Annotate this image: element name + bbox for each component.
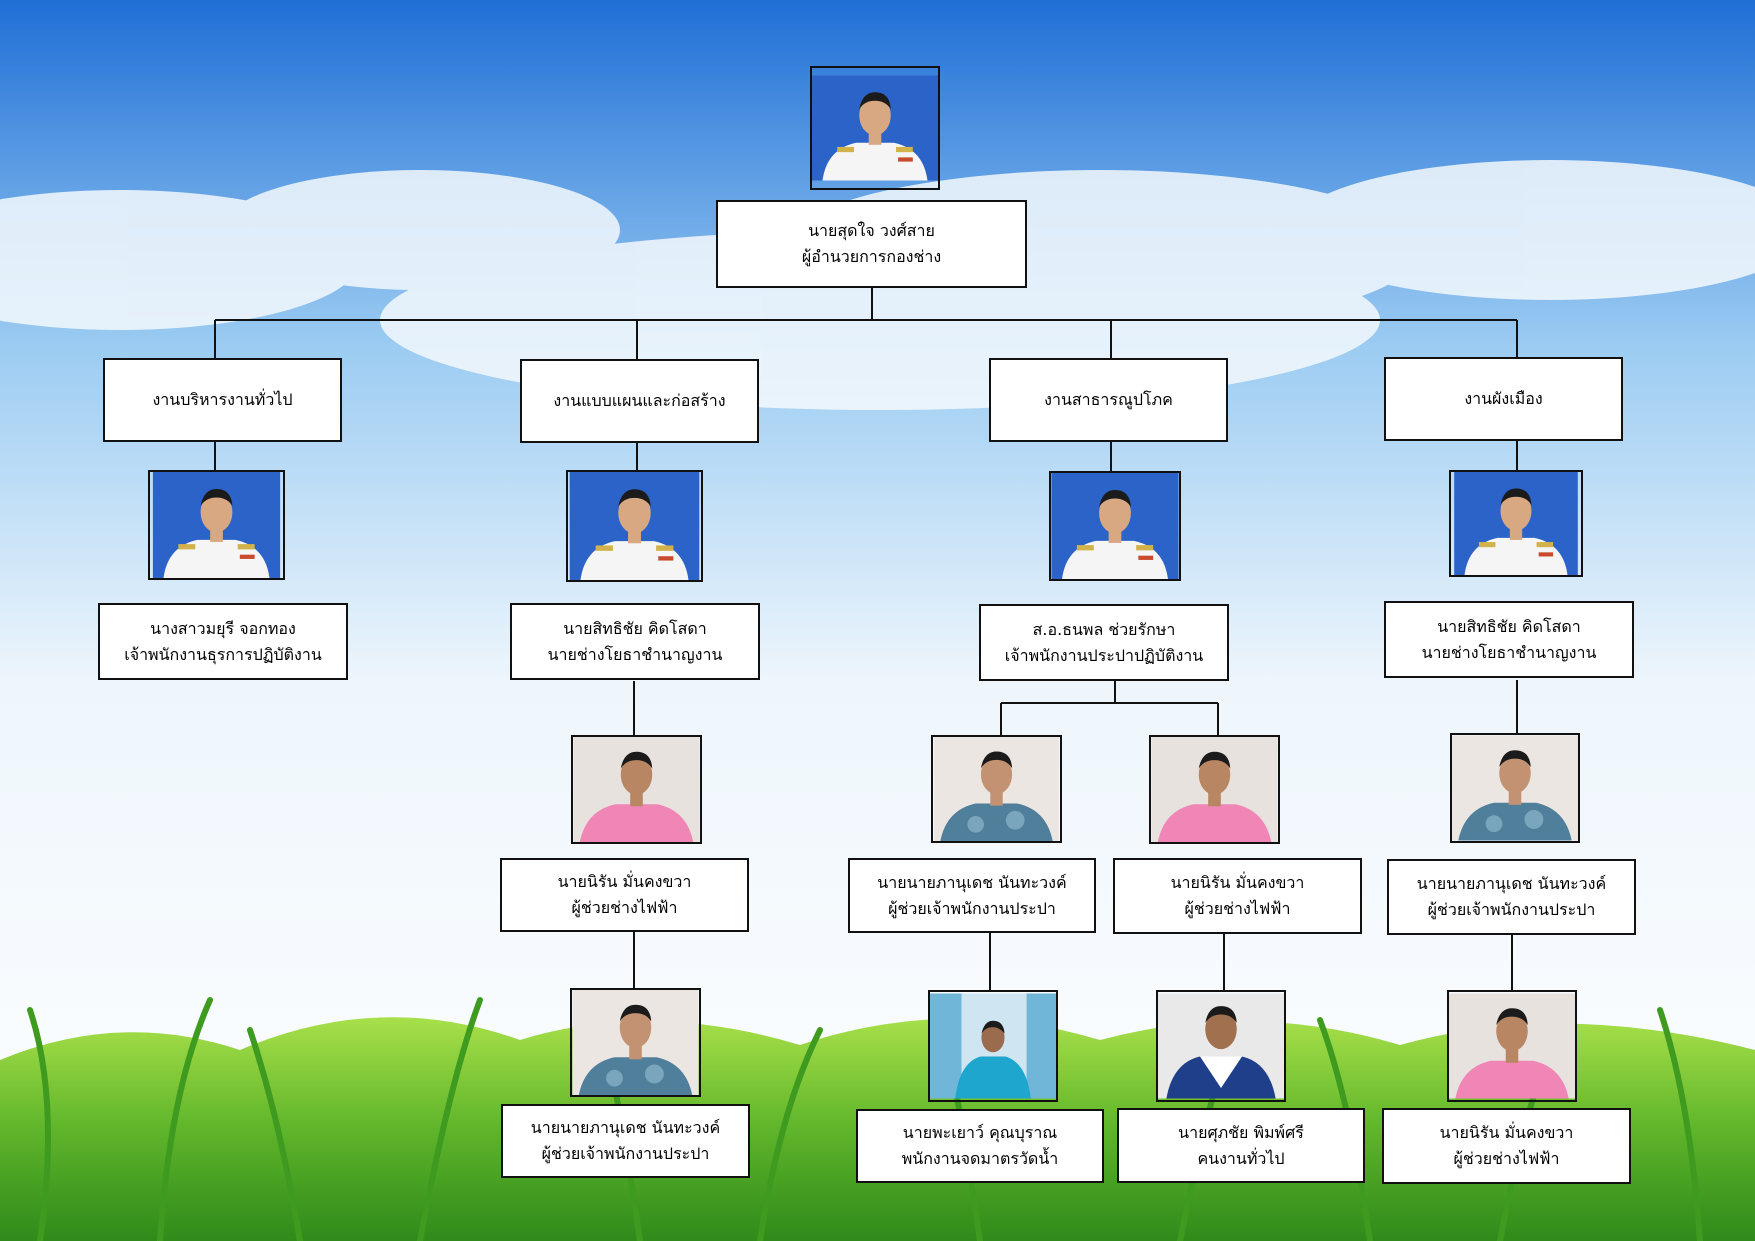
utility-staff-2-box: นายนิรัน มั่นคงขวา ผู้ช่วยช่างไฟฟ้า <box>1113 858 1362 934</box>
utility-head-box: ส.อ.ธนพล ช่วยรักษา เจ้าพนักงานประปาปฏิบั… <box>979 604 1229 681</box>
utility-staff-1-name: นายนายภานุเดช นันทะวงค์ <box>877 872 1067 892</box>
design-staff-2-photo <box>570 988 701 1097</box>
division-utility: งานสาธารณูปโภค <box>989 358 1228 442</box>
director-photo <box>810 66 940 190</box>
planning-head-title: นายช่างโยธาชำนาญงาน <box>1421 642 1597 662</box>
planning-head-name: นายสิทธิชัย คิดโสดา <box>1437 616 1581 636</box>
planning-staff-2-title: ผู้ช่วยช่างไฟฟ้า <box>1453 1149 1560 1168</box>
director-title: ผู้อำนวยการกองช่าง <box>801 247 942 266</box>
design-head-title: นายช่างโยธาชำนาญงาน <box>547 644 723 664</box>
division-utility-label: งานสาธารณูปโภค <box>1044 390 1173 409</box>
utility-staff-4-photo <box>1156 990 1286 1102</box>
utility-staff-1-photo <box>931 735 1062 843</box>
planning-staff-1-title: ผู้ช่วยเจ้าพนักงานประปา <box>1427 900 1596 919</box>
division-design-label: งานแบบแผนและก่อสร้าง <box>553 391 726 410</box>
line-utility-staff-split <box>1000 681 1219 735</box>
admin-head-box: นางสาวมยุรี จอกทอง เจ้าพนักงานธุรการปฏิบ… <box>98 603 348 680</box>
planning-head-photo <box>1449 470 1583 577</box>
utility-staff-4-title: คนงานทั่วไป <box>1197 1148 1285 1168</box>
admin-head-photo <box>148 470 285 580</box>
division-admin-label: งานบริหารงานทั่วไป <box>152 390 293 409</box>
director-name: นายสุดใจ วงศ์สาย <box>808 221 935 240</box>
utility-staff-1-box: นายนายภานุเดช นันทะวงค์ ผู้ช่วยเจ้าพนักง… <box>848 858 1096 933</box>
division-admin: งานบริหารงานทั่วไป <box>103 358 342 442</box>
planning-staff-2-photo <box>1447 990 1577 1102</box>
utility-staff-3-name: นายพะเยาว์ คุณบุราณ <box>902 1123 1058 1142</box>
design-staff-2-name: นายนายภานุเดช นันทะวงค์ <box>530 1118 721 1137</box>
design-staff-2-title: ผู้ช่วยเจ้าพนักงานประปา <box>541 1144 710 1163</box>
design-staff-1-box: นายนิรัน มั่นคงขวา ผู้ช่วยช่างไฟฟ้า <box>500 858 749 932</box>
utility-head-title: เจ้าพนักงานประปาปฏิบัติงาน <box>1004 645 1204 665</box>
planning-staff-1-photo <box>1450 733 1580 843</box>
design-head-name: นายสิทธิชัย คิดโสดา <box>563 618 707 638</box>
utility-staff-2-title: ผู้ช่วยช่างไฟฟ้า <box>1184 899 1291 918</box>
planning-staff-2-box: นายนิรัน มั่นคงขวา ผู้ช่วยช่างไฟฟ้า <box>1382 1108 1631 1184</box>
planning-staff-2-name: นายนิรัน มั่นคงขวา <box>1439 1123 1574 1142</box>
utility-staff-2-name: นายนิรัน มั่นคงขวา <box>1170 873 1305 892</box>
division-planning-label: งานผังเมือง <box>1464 389 1543 408</box>
design-staff-2-box: นายนายภานุเดช นันทะวงค์ ผู้ช่วยเจ้าพนักง… <box>501 1104 750 1178</box>
director-box: นายสุดใจ วงศ์สาย ผู้อำนวยการกองช่าง <box>716 200 1027 288</box>
division-design: งานแบบแผนและก่อสร้าง <box>520 359 759 443</box>
utility-staff-3-photo <box>928 990 1058 1102</box>
utility-staff-3-box: นายพะเยาว์ คุณบุราณ พนักงานจดมาตรวัดน้ำ <box>856 1109 1104 1183</box>
design-staff-1-title: ผู้ช่วยช่างไฟฟ้า <box>571 898 678 917</box>
design-head-box: นายสิทธิชัย คิดโสดา นายช่างโยธาชำนาญงาน <box>510 603 760 680</box>
design-staff-1-name: นายนิรัน มั่นคงขวา <box>557 872 692 891</box>
design-head-photo <box>566 470 703 582</box>
utility-staff-2-photo <box>1149 735 1280 844</box>
utility-head-photo <box>1049 471 1181 581</box>
admin-head-title: เจ้าพนักงานธุรการปฏิบัติงาน <box>124 644 322 664</box>
utility-staff-4-box: นายศุภชัย พิมพ์ศรี คนงานทั่วไป <box>1117 1108 1365 1183</box>
planning-staff-1-box: นายนายภานุเดช นันทะวงค์ ผู้ช่วยเจ้าพนักง… <box>1387 859 1636 935</box>
admin-head-name: นางสาวมยุรี จอกทอง <box>150 618 296 638</box>
utility-staff-3-title: พนักงานจดมาตรวัดน้ำ <box>901 1149 1059 1168</box>
utility-staff-1-title: ผู้ช่วยเจ้าพนักงานประปา <box>888 898 1056 918</box>
division-planning: งานผังเมือง <box>1384 357 1623 441</box>
planning-head-box: นายสิทธิชัย คิดโสดา นายช่างโยธาชำนาญงาน <box>1384 601 1634 678</box>
utility-head-name: ส.อ.ธนพล ช่วยรักษา <box>1032 619 1176 639</box>
planning-staff-1-name: นายนายภานุเดช นันทะวงค์ <box>1416 874 1607 893</box>
utility-staff-4-name: นายศุภชัย พิมพ์ศรี <box>1178 1122 1304 1142</box>
design-staff-1-photo <box>571 735 702 844</box>
